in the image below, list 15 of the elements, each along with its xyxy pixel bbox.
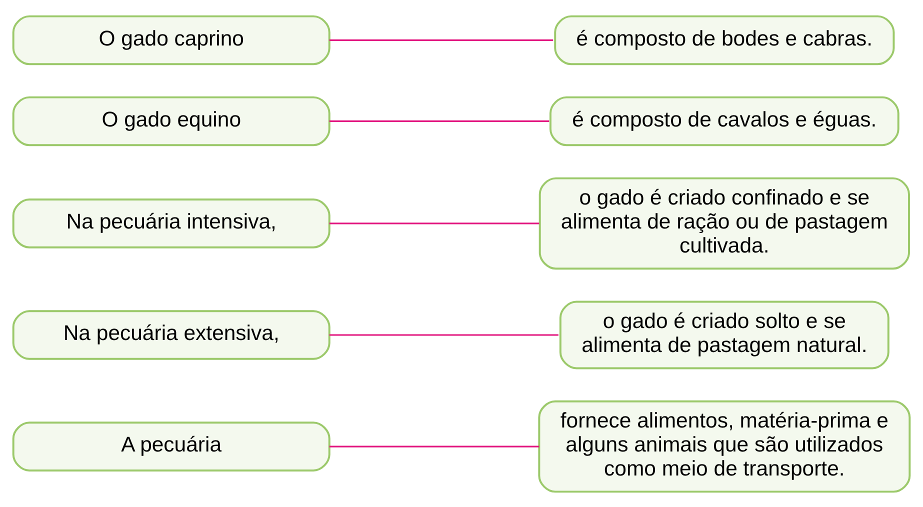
connector xyxy=(329,120,550,122)
node-box: A pecuária xyxy=(12,421,330,471)
node-box: O gado equino xyxy=(12,96,330,146)
node-box: o gado é criado solto e se alimenta de pastagem natural. xyxy=(559,300,890,369)
node-box: fornece alimentos, matéria-prima e alguns animais que são utilizados como meio de transporte. xyxy=(538,400,911,492)
connector xyxy=(329,38,554,41)
connector xyxy=(329,445,540,447)
node-box: o gado é criado confinado e se alimenta de ração ou de pastagem cultivada. xyxy=(538,176,910,270)
node-box: Na pecuária extensiva, xyxy=(12,310,330,360)
node-box: é composto de bodes e cabras. xyxy=(554,14,895,65)
connector xyxy=(329,222,540,224)
node-box: Na pecuária intensiva, xyxy=(12,198,330,248)
connector xyxy=(329,334,558,336)
node-box: é composto de cavalos e éguas. xyxy=(549,96,900,146)
node-box: O gado caprino xyxy=(12,14,330,65)
